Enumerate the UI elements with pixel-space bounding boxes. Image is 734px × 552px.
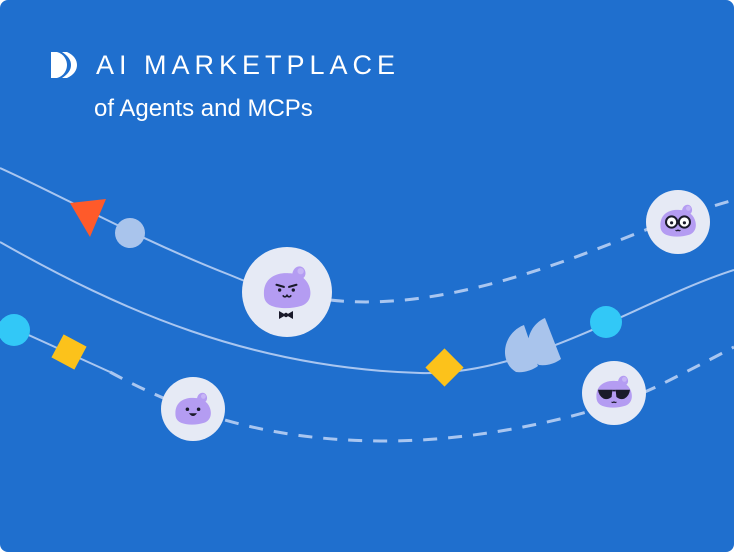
cyan-dot-left-shape xyxy=(0,314,30,346)
mascot-glasses-avatar xyxy=(646,190,710,254)
yellow-diamond-right-shape xyxy=(425,348,464,387)
cyan-dot-right-shape xyxy=(590,306,622,338)
mascot-sunglasses-avatar xyxy=(582,361,646,425)
double-play-logo-icon xyxy=(51,52,77,78)
yellow-diamond-left-shape xyxy=(51,334,87,370)
page-title: AI MARKETPLACE xyxy=(96,50,401,80)
orange-triangle-shape xyxy=(70,199,106,237)
half-circle-right-shape xyxy=(527,318,561,366)
mascot-bowtie-avatar xyxy=(242,247,332,337)
light-dot-shape xyxy=(115,218,145,248)
mascot-smile-avatar xyxy=(161,377,225,441)
half-circle-left-shape xyxy=(504,325,538,373)
path-line-middle xyxy=(0,241,734,375)
page-subtitle: of Agents and MCPs xyxy=(94,95,313,122)
header: AI MARKETPLACE xyxy=(50,50,400,80)
